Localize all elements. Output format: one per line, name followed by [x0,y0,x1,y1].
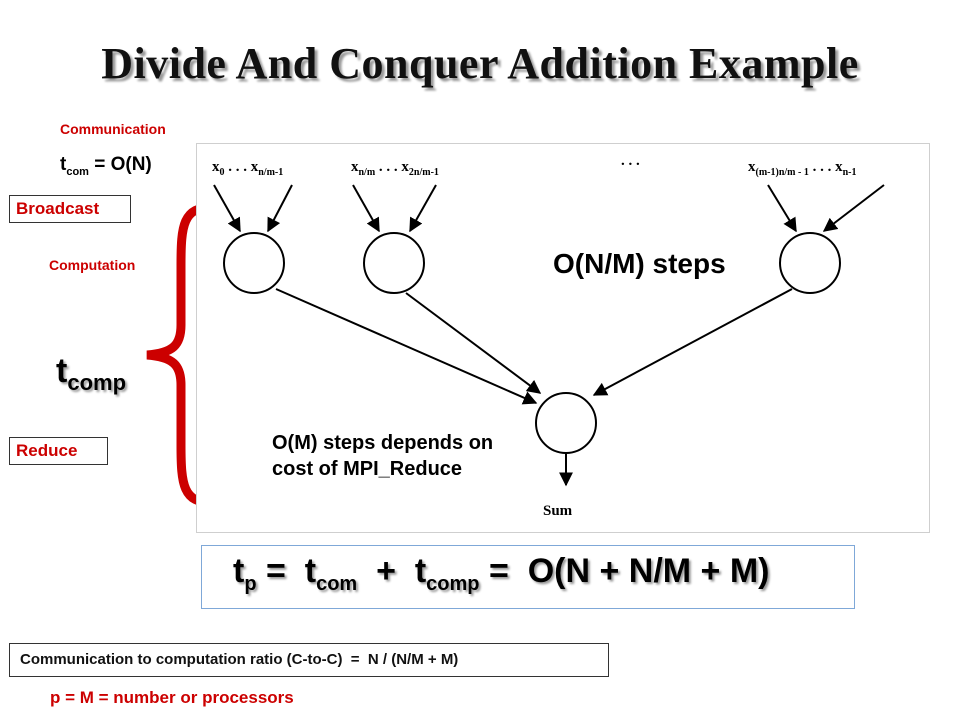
arrow-to-sum-1 [275,288,538,405]
m-steps-label: O(M) steps depends on cost of MPI_Reduce [272,432,494,480]
input-middle-dots: . . . [621,153,640,169]
nm-steps-label: O(N/M) steps [553,248,726,279]
tcom-rest: = O(N) [88,154,152,175]
input-group-3: x(m-1)n/m - 1 . . . xn-1 [748,159,856,178]
arrow-in-3b [822,184,885,232]
reduction-tree-diagram: x0 . . . xn/m-1 xn/m . . . x2n/m-1 . . .… [212,153,885,519]
formula-tcomp: t [414,552,427,590]
formula-tcom: t [304,552,317,590]
tcom-sub: com [66,165,89,178]
footnote: p = M = number or processors [50,688,294,707]
input-group-1: x0 . . . xn/m-1 [212,159,283,178]
reduce-box: Reduce [9,437,108,465]
arrow-to-sum-3 [592,288,793,396]
red-brace-icon [146,202,218,508]
formula-tcomp-sub: comp [426,572,480,595]
partial-sum-node-1 [223,232,285,294]
formula-box [201,545,855,609]
sum-node [535,392,597,454]
diagram-frame [196,143,930,533]
communication-label: Communication [60,121,166,137]
tp-formula: tp = tcom + tcomp = O(N + N/M + M) [233,552,770,596]
arrow-in-2a [352,184,380,233]
tcom-equation: tcom = O(N) [60,154,152,178]
tcomp-t: t [56,352,68,390]
arrow-in-3a [767,184,797,233]
ratio-text: Communication to computation ratio (C-to… [20,651,459,668]
page-title: Divide And Conquer Addition Example [101,39,859,88]
input-group-2: xn/m . . . x2n/m-1 [351,159,439,178]
sum-label: Sum [543,503,573,519]
tcomp-sub: comp [67,369,127,395]
computation-label: Computation [49,257,136,273]
partial-sum-node-2 [363,232,425,294]
partial-sum-node-3 [779,232,841,294]
formula-tp-sub: p [244,572,257,595]
arrow-to-sum-2 [405,292,542,394]
formula-plus: + [357,552,415,590]
formula-rest: = O(N + N/M + M) [479,552,770,590]
formula-tcom-sub: com [316,572,358,595]
arrow-in-1b [267,184,293,233]
formula-eq1: = [256,552,305,590]
formula-tp: t [233,552,245,590]
arrow-in-2b [409,184,437,233]
arrow-in-1a [213,184,241,233]
tcom-t: t [60,154,67,175]
ratio-box [9,643,609,677]
tcomp-label: tcomp [56,352,126,396]
broadcast-box: Broadcast [9,195,131,223]
